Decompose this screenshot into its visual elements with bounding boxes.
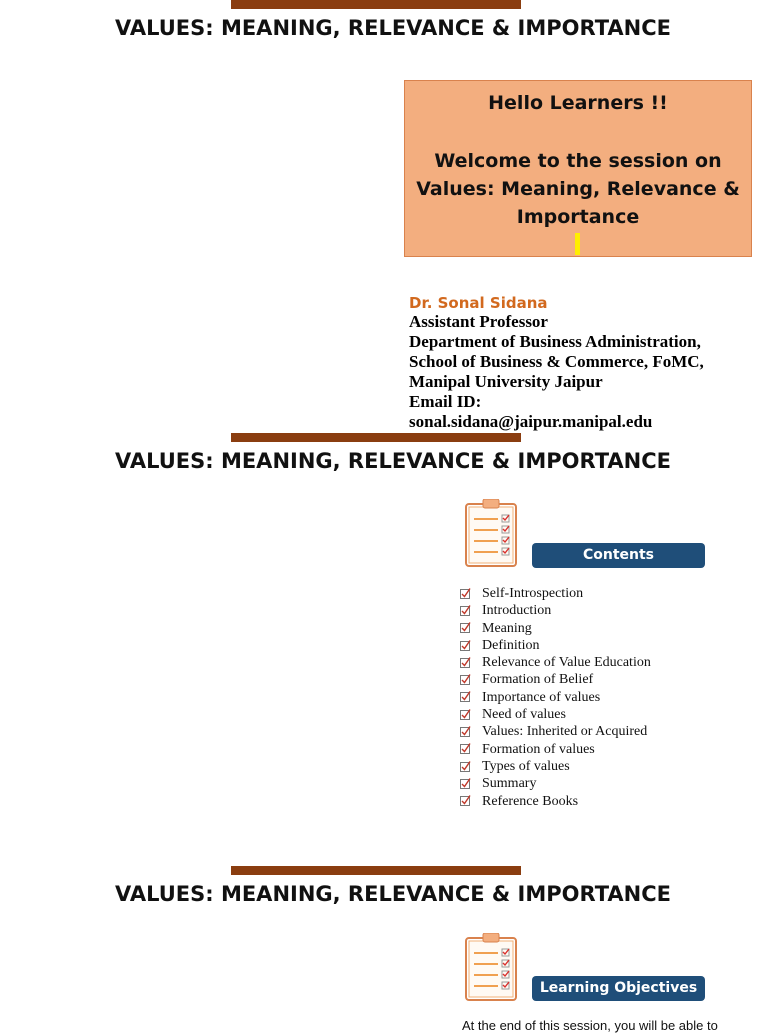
text-cursor [575,233,580,255]
slide-1: VALUES: MEANING, RELEVANCE & IMPORTANCE … [0,0,768,433]
checkbox-icon [460,587,472,600]
checkbox-icon [460,691,472,703]
slide-2: VALUES: MEANING, RELEVANCE & IMPORTANCE … [0,433,768,866]
list-item-label: Formation of values [482,741,595,757]
contents-badge: Contents [532,543,705,568]
list-item: Types of values [460,758,651,775]
list-item: Definition [460,637,651,654]
list-item-label: Formation of Belief [482,672,594,688]
slide-title: VALUES: MEANING, RELEVANCE & IMPORTANCE [115,882,671,906]
list-item-label: Relevance of Value Education [482,655,651,671]
checkbox-icon [460,674,472,686]
author-email[interactable]: sonal.sidana@jaipur.manipal.edu [409,412,653,431]
list-item: Introduction [460,602,651,619]
list-item: Relevance of Value Education [460,654,651,671]
list-item-label: Introduction [482,603,552,619]
checkbox-icon [460,639,472,652]
checkbox-icon [460,726,472,738]
checkbox-icon [460,743,472,755]
list-item: Values: Inherited or Acquired [460,723,651,740]
list-item-label: Values: Inherited or Acquired [482,724,648,740]
author-department: Department of Business Administration, [409,332,701,351]
slide-title: VALUES: MEANING, RELEVANCE & IMPORTANCE [115,449,671,473]
list-item-label: Meaning [482,620,532,636]
list-item: Formation of Belief [460,671,651,688]
welcome-greeting: Hello Learners !! [488,92,668,114]
clipboard-icon [465,933,517,1001]
welcome-line: Values: Meaning, Relevance & [416,178,740,200]
contents-list: Self-Introspection Introduction Meaning … [460,585,651,810]
welcome-line: Importance [516,206,640,228]
welcome-box: Hello Learners !! Welcome to the session… [404,80,752,257]
clipboard-icon [465,499,517,567]
list-item-label: Types of values [482,758,570,774]
learning-objectives-badge: Learning Objectives [532,976,705,1001]
list-item-label: Self-Introspection [482,586,584,601]
checkbox-icon [460,795,472,807]
list-item: Self-Introspection [460,585,651,602]
author-designation: Assistant Professor [409,312,548,331]
list-item: Need of values [460,706,651,723]
list-item-label: Summary [482,776,537,792]
objectives-intro-text: At the end of this session, you will be … [462,1018,718,1033]
welcome-line: Welcome to the session on [434,150,722,172]
checkbox-icon [460,708,472,721]
author-email-label: Email ID: [409,392,482,411]
slide-title: VALUES: MEANING, RELEVANCE & IMPORTANCE [115,16,671,40]
list-item: Summary [460,775,651,792]
list-item: Importance of values [460,689,651,706]
accent-bar [231,433,521,442]
list-item-label: Definition [482,637,540,653]
list-item: Formation of values [460,741,651,758]
accent-bar [231,866,521,875]
accent-bar [231,0,521,9]
list-item-label: Importance of values [482,689,601,705]
author-university: Manipal University Jaipur [409,372,603,391]
checkbox-icon [460,605,472,617]
list-item: Reference Books [460,793,651,810]
checkbox-icon [460,622,472,634]
list-item-label: Reference Books [482,793,579,809]
author-school: School of Business & Commerce, FoMC, [409,352,704,371]
slide-3: VALUES: MEANING, RELEVANCE & IMPORTANCE … [0,866,768,1033]
author-block: Dr. Sonal Sidana Assistant Professor Dep… [409,294,759,432]
checkbox-icon [460,778,472,790]
list-item-label: Need of values [482,707,566,723]
checkbox-icon [460,760,472,773]
checkbox-icon [460,656,472,669]
list-item: Meaning [460,620,651,637]
author-name: Dr. Sonal Sidana [409,294,548,312]
